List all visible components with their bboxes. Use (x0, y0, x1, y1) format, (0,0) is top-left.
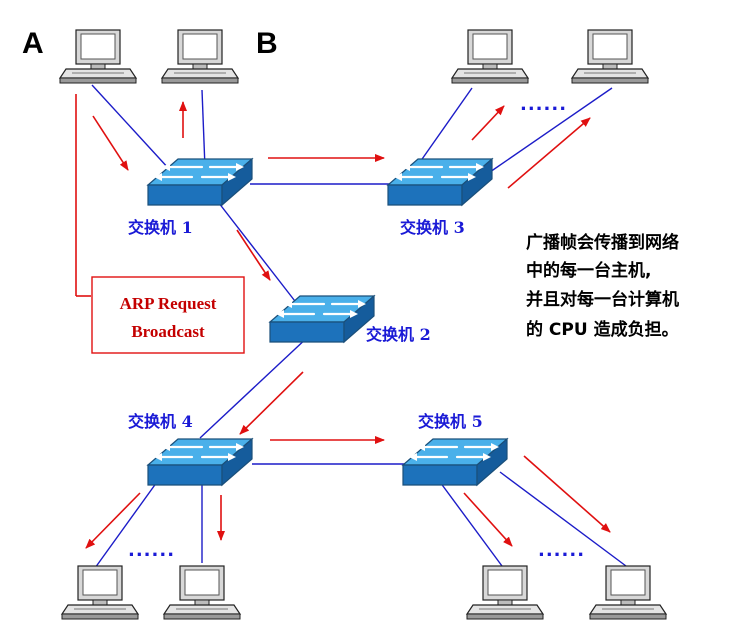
network-switch-icon (146, 437, 254, 487)
ellipsis-bottom-left: ...... (128, 540, 175, 561)
computer-icon (61, 565, 139, 620)
link-pcB-s1 (201, 89, 206, 169)
note-line-3: 并且对每一台计算机 (526, 289, 679, 310)
link-s1-s2 (214, 197, 299, 306)
switch-3-label: 交换机 3 (400, 218, 465, 237)
computer-icon (59, 29, 137, 84)
note-line-4: 的 CPU 造成负担。 (526, 319, 679, 340)
computer-icon (571, 29, 649, 84)
computer-icon (161, 29, 239, 84)
broadcast-note: 广播帧会传播到网络 中的每一台主机, 并且对每一台计算机 的 CPU 造成负担。 (526, 232, 679, 340)
arrow-s4-to-pc4a (85, 492, 141, 549)
link-s5-pc5a (439, 481, 503, 567)
ellipsis-bottom-right: ...... (538, 540, 585, 561)
arrow-s2-to-s4 (239, 371, 304, 435)
arp-request-box: ARP Request Broadcast (91, 276, 245, 354)
network-switch-icon (146, 157, 254, 207)
computer-icon (589, 565, 667, 620)
computer-icon (466, 565, 544, 620)
arrow-s5-to-pc5b (523, 455, 611, 533)
network-switch-icon (401, 437, 509, 487)
arrow-s5-to-pc5a (463, 492, 513, 547)
note-line-1: 广播帧会传播到网络 (526, 232, 679, 253)
link-s4-pc4a (94, 474, 163, 569)
switch-2-label: 交换机 2 (366, 325, 431, 344)
switch-1-label: 交换机 1 (128, 218, 193, 237)
link-pcA-s1 (91, 84, 171, 171)
arrow-a-to-s1 (92, 115, 129, 171)
arrow-s1-to-s2 (236, 229, 271, 281)
link-s3-pc3b (489, 87, 613, 173)
ellipsis-top-right: ...... (520, 94, 567, 115)
arp-box-line-2: Broadcast (131, 322, 205, 341)
arrow-s3-to-pc3a (471, 105, 505, 141)
note-line-2: 中的每一台主机, (526, 260, 651, 281)
switch-5-label: 交换机 5 (418, 412, 483, 431)
host-b-label: B (256, 27, 278, 60)
link-s5-pc5b (499, 471, 627, 567)
computer-icon (163, 565, 241, 620)
computer-icon (451, 29, 529, 84)
broadcast-arrows (75, 94, 611, 549)
link-s2-s4 (199, 334, 311, 439)
switch-4-label: 交换机 4 (128, 412, 193, 431)
host-a-label: A (22, 27, 44, 60)
links (91, 84, 627, 569)
network-switch-icon (386, 157, 494, 207)
arp-box-line-1: ARP Request (120, 294, 217, 313)
arrow-s3-to-pc3b (507, 117, 591, 189)
network-switch-icon (268, 294, 376, 344)
link-s3-pc3a (419, 87, 473, 163)
